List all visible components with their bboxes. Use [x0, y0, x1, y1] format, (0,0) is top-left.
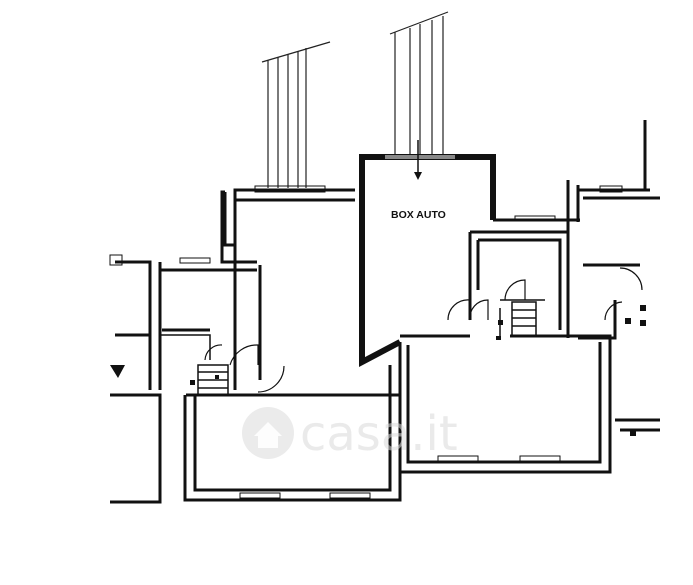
upper-shaft-lines-left: [261, 41, 331, 188]
fixtures: [110, 305, 646, 436]
box-auto-room: BOX AUTO: [359, 140, 496, 367]
watermark-text: casa.it: [300, 406, 458, 462]
watermark: casa.it: [242, 406, 458, 462]
door-swings: [204, 267, 643, 393]
house-icon: [242, 407, 294, 459]
box-auto-label: BOX AUTO: [391, 209, 446, 221]
windows: [109, 185, 623, 499]
upper-shaft-lines-right: [389, 11, 449, 160]
partitions: [160, 299, 545, 396]
